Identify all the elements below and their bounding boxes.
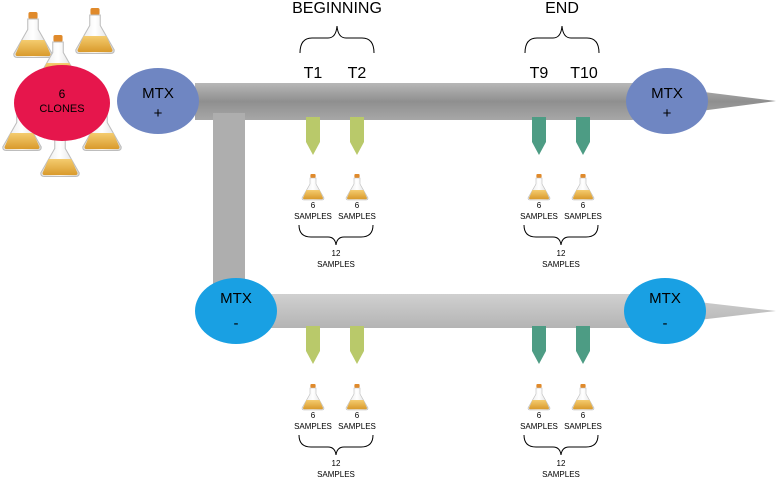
timepoint-t9: T9 xyxy=(530,65,549,82)
mtx-plus-end-sign: + xyxy=(663,105,672,122)
group-label: SAMPLES xyxy=(317,470,355,479)
sample-count: 6 xyxy=(355,411,360,420)
sample-label: SAMPLES xyxy=(520,212,558,221)
timepoint-t10: T10 xyxy=(570,65,598,82)
mtx-plus-start-name: MTX xyxy=(142,85,174,102)
samples-layer: 6SAMPLES6SAMPLES6SAMPLES6SAMPLES12SAMPLE… xyxy=(294,117,602,479)
mtx-minus-node-end xyxy=(624,278,706,344)
down-arrow-icon xyxy=(350,117,364,155)
flask-icon xyxy=(527,383,551,411)
down-arrow-icon xyxy=(306,326,320,364)
down-arrow-icon xyxy=(350,326,364,364)
curly-brace-icon xyxy=(298,434,374,456)
end-brace xyxy=(524,25,600,54)
sample-label: SAMPLES xyxy=(338,212,376,221)
group-count: 12 xyxy=(557,249,566,258)
mtx-minus-end-name: MTX xyxy=(649,290,681,307)
timepoint-t2: T2 xyxy=(348,65,367,82)
curly-brace-icon xyxy=(523,434,599,456)
group-count: 12 xyxy=(557,459,566,468)
mtx-plus-start-sign: + xyxy=(154,105,163,122)
group-count: 12 xyxy=(332,249,341,258)
flask-icon xyxy=(345,383,369,411)
group-label: SAMPLES xyxy=(542,260,580,269)
mtx-plus-node-start xyxy=(117,68,199,134)
mtx-plus-end-name: MTX xyxy=(651,85,683,102)
sample-count: 6 xyxy=(355,201,360,210)
mtx-minus-node-start xyxy=(195,278,277,344)
clones-node xyxy=(14,65,110,141)
clones-count: 6 xyxy=(59,87,66,101)
sample-label: SAMPLES xyxy=(564,212,602,221)
down-arrow-icon xyxy=(532,117,546,155)
flask-icon xyxy=(74,7,116,55)
down-arrow-icon xyxy=(576,326,590,364)
beginning-brace xyxy=(299,25,375,54)
mtx-minus-end-sign: - xyxy=(663,315,668,332)
sample-count: 6 xyxy=(537,411,542,420)
beginning-header: BEGINNING xyxy=(292,0,382,17)
curly-brace-icon xyxy=(298,224,374,246)
flask-icon xyxy=(301,173,325,201)
flask-icon xyxy=(301,383,325,411)
sample-label: SAMPLES xyxy=(294,212,332,221)
mtx-plus-node-end xyxy=(626,68,708,134)
sample-count: 6 xyxy=(537,201,542,210)
clones-label: CLONES xyxy=(39,103,84,115)
sample-count: 6 xyxy=(581,201,586,210)
group-count: 12 xyxy=(332,459,341,468)
end-header: END xyxy=(545,0,579,17)
down-arrow-icon xyxy=(532,326,546,364)
sample-label: SAMPLES xyxy=(338,422,376,431)
mtx-minus-start-name: MTX xyxy=(220,290,252,307)
flask-icon xyxy=(12,11,54,59)
group-label: SAMPLES xyxy=(542,470,580,479)
sample-label: SAMPLES xyxy=(564,422,602,431)
sample-count: 6 xyxy=(581,411,586,420)
sample-count: 6 xyxy=(311,411,316,420)
sample-count: 6 xyxy=(311,201,316,210)
sample-label: SAMPLES xyxy=(294,422,332,431)
down-arrow-icon xyxy=(306,117,320,155)
timepoint-t1: T1 xyxy=(304,65,323,82)
sample-label: SAMPLES xyxy=(520,422,558,431)
curly-brace-icon xyxy=(523,224,599,246)
flask-icon xyxy=(571,173,595,201)
mtx-minus-start-sign: - xyxy=(234,315,239,332)
connector-track xyxy=(213,113,245,298)
flask-icon xyxy=(527,173,551,201)
group-label: SAMPLES xyxy=(317,260,355,269)
flask-icon xyxy=(345,173,369,201)
down-arrow-icon xyxy=(576,117,590,155)
flask-icon xyxy=(571,383,595,411)
